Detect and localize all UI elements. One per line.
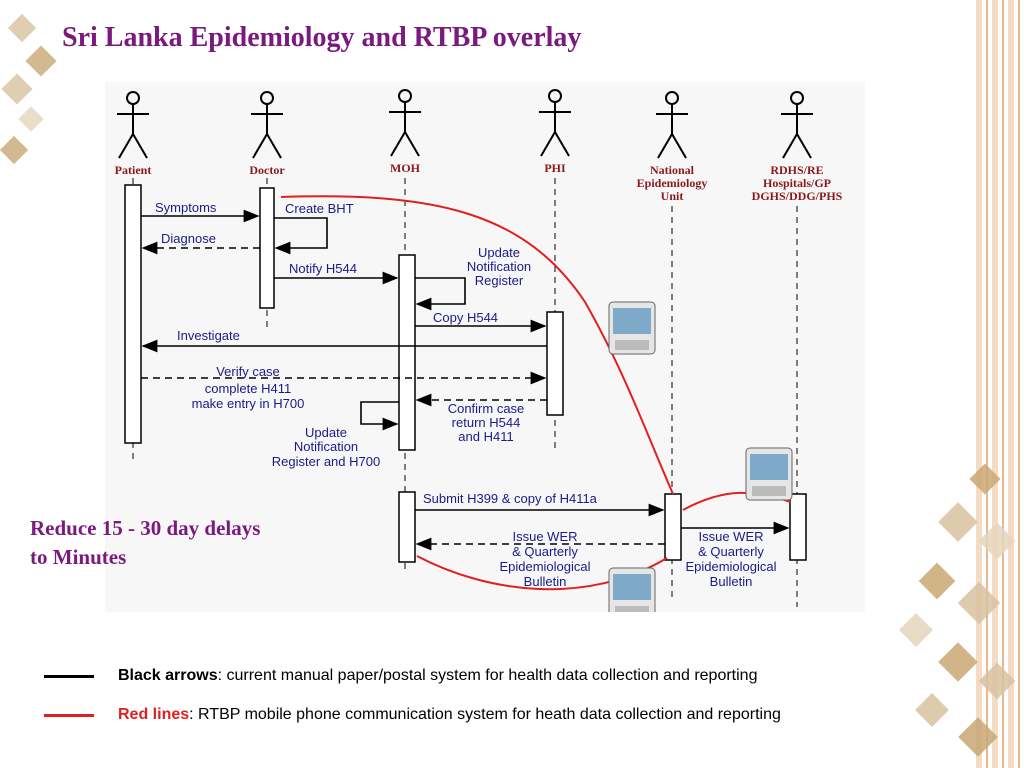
actor-figure-rdhs: [781, 91, 813, 159]
msg-update-h700-3: Register and H700: [272, 454, 380, 469]
activation-patient: [124, 184, 142, 444]
msg-copy-h544: Copy H544: [433, 310, 498, 325]
msg-issue-wer-3: Epidemiological: [499, 559, 590, 574]
legend-black-desc: : current manual paper/postal system for…: [217, 667, 758, 684]
red-line-doctor-to-epi: [280, 195, 674, 495]
actor-label-epi-line1: National: [650, 163, 695, 177]
arrow-create-bht: [274, 217, 328, 255]
actor-figure-moh: [389, 89, 421, 157]
msg-verify-2: complete H411: [205, 381, 291, 396]
msg-issue-wer2-1: Issue WER: [698, 529, 763, 544]
msg-investigate: Investigate: [177, 328, 240, 343]
actor-label-epi-line2: Epidemiology: [637, 176, 708, 190]
decorative-stripes: [976, 0, 1024, 768]
activation-phi: [546, 311, 564, 416]
actor-label-rdhs-line3: DGHS/DDG/PHS: [752, 189, 843, 203]
mobile-phone-icon: [608, 567, 656, 612]
arrow-update-h700: [360, 401, 399, 431]
actor-label-rdhs-line1: RDHS/RE: [770, 163, 823, 177]
mobile-phone-icon: [608, 301, 656, 355]
legend-line-black: [44, 674, 94, 678]
actor-label-patient: Patient: [115, 163, 152, 177]
msg-issue-wer2-3: Epidemiological: [685, 559, 776, 574]
msg-symptoms: Symptoms: [155, 200, 217, 215]
activation-doctor: [259, 187, 275, 309]
msg-issue-wer-1: Issue WER: [512, 529, 577, 544]
activation-epi: [664, 493, 682, 561]
msg-update-h700-1: Update: [305, 425, 347, 440]
msg-update-register-2: Notification: [467, 259, 531, 274]
sequence-diagram: Patient Doctor MOH PHI National Epidemio…: [105, 82, 865, 612]
actor-figure-patient: [117, 91, 149, 159]
decorative-diamonds-right: [899, 463, 1016, 757]
activation-moh-2: [398, 491, 416, 563]
msg-notify-h544: Notify H544: [289, 261, 357, 276]
msg-verify-1: Verify case: [216, 364, 280, 379]
msg-submit-h399: Submit H399 & copy of H411a: [423, 491, 598, 506]
actor-label-phi: PHI: [544, 161, 566, 175]
legend-black-bold: Black arrows: [118, 667, 218, 684]
actor-label-moh: MOH: [390, 161, 421, 175]
msg-update-register-3: Register: [475, 273, 524, 288]
legend-red-desc: : RTBP mobile phone communication system…: [189, 706, 781, 723]
legend-text-red: Red lines: RTBP mobile phone communicati…: [118, 706, 781, 724]
msg-update-h700-2: Notification: [294, 439, 358, 454]
legend-row-black: Black arrows: current manual paper/posta…: [44, 664, 757, 688]
msg-issue-wer-2: & Quarterly: [512, 544, 578, 559]
legend-text-black: Black arrows: current manual paper/posta…: [118, 667, 757, 685]
activation-moh: [398, 254, 416, 451]
activation-rdhs: [789, 493, 807, 561]
legend-red-bold: Red lines: [118, 706, 190, 723]
arrow-update-register: [415, 277, 466, 311]
msg-confirm-3: and H411: [458, 429, 513, 444]
actor-figure-epidemiology-unit: [656, 91, 688, 159]
actor-figure-phi: [539, 89, 571, 157]
msg-update-register-1: Update: [478, 245, 520, 260]
actor-label-doctor: Doctor: [249, 163, 285, 177]
msg-issue-wer2-4: Bulletin: [710, 574, 753, 589]
msg-issue-wer2-2: & Quarterly: [698, 544, 764, 559]
mobile-phone-icon: [745, 447, 793, 501]
msg-confirm-1: Confirm case: [448, 401, 525, 416]
slide-title: Sri Lanka Epidemiology and RTBP overlay: [62, 22, 582, 53]
actor-figure-doctor: [251, 91, 283, 159]
msg-issue-wer-4: Bulletin: [524, 574, 567, 589]
actor-label-rdhs-line2: Hospitals/GP: [763, 176, 831, 190]
legend-line-red: [44, 713, 94, 717]
msg-diagnose: Diagnose: [161, 231, 216, 246]
msg-create-bht: Create BHT: [285, 201, 354, 216]
legend-row-red: Red lines: RTBP mobile phone communicati…: [44, 703, 781, 727]
decorative-diamonds-left: [0, 13, 57, 165]
actor-label-epi-line3: Unit: [661, 189, 684, 203]
msg-verify-3: make entry in H700: [192, 396, 305, 411]
msg-confirm-2: return H544: [452, 415, 521, 430]
side-note: Reduce 15 - 30 day delays to Minutes: [30, 516, 261, 569]
